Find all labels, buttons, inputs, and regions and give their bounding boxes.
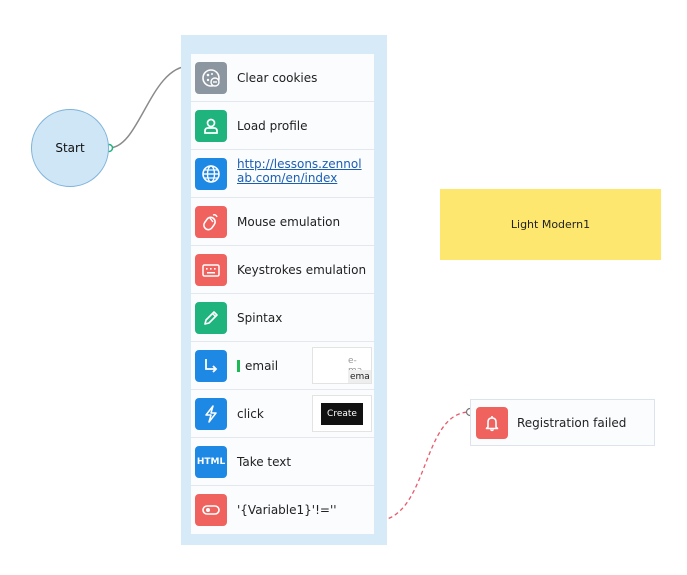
cookie-icon xyxy=(195,62,227,94)
start-to-group-link xyxy=(108,65,191,149)
url-link[interactable]: http://lessons.zennolab.com/en/index xyxy=(237,157,362,185)
action-label: Mouse emulation xyxy=(237,215,341,229)
action-click[interactable]: click Create xyxy=(191,390,374,438)
action-label: click xyxy=(237,407,264,421)
action-mouse-emulation[interactable]: Mouse emulation xyxy=(191,198,374,246)
action-label: Load profile xyxy=(237,119,308,133)
start-node[interactable]: Start xyxy=(31,109,109,187)
action-label: '{Variable1}'!='' xyxy=(237,503,337,517)
action-label: email xyxy=(237,342,278,390)
globe-icon xyxy=(195,158,227,190)
action-label: Spintax xyxy=(237,311,283,325)
start-label: Start xyxy=(55,141,85,155)
email-field-thumbnail: e-ma ema xyxy=(312,347,372,384)
arrow-down-right-icon xyxy=(195,350,227,382)
toggle-icon xyxy=(195,494,227,526)
keyboard-icon xyxy=(195,254,227,286)
action-label: Clear cookies xyxy=(237,71,318,85)
action-spintax[interactable]: Spintax xyxy=(191,294,374,342)
error-link xyxy=(374,411,471,522)
field-marker xyxy=(237,360,240,372)
user-icon xyxy=(195,110,227,142)
action-label: Keystrokes emulation xyxy=(237,263,367,277)
sticky-note[interactable]: Light Modern1 xyxy=(440,189,661,260)
registration-failed-node[interactable]: Registration failed xyxy=(470,399,655,446)
action-keystrokes-emulation[interactable]: Keystrokes emulation xyxy=(191,246,374,294)
note-label: Light Modern1 xyxy=(510,218,591,231)
registration-failed-label: Registration failed xyxy=(517,415,627,430)
action-take-text[interactable]: HTML Take text xyxy=(191,438,374,486)
thumb-create-button: Create xyxy=(321,403,363,425)
html-icon: HTML xyxy=(195,446,227,478)
lightning-icon xyxy=(195,398,227,430)
create-button-thumbnail: Create xyxy=(312,395,372,432)
action-load-profile[interactable]: Load profile xyxy=(191,102,374,150)
mouse-icon xyxy=(195,206,227,238)
email-label: email xyxy=(245,359,279,373)
action-clear-cookies[interactable]: Clear cookies xyxy=(191,54,374,102)
action-label: Take text xyxy=(237,455,292,469)
action-email[interactable]: email e-ma ema xyxy=(191,342,374,390)
pencil-icon xyxy=(195,302,227,334)
bell-icon xyxy=(476,407,508,439)
action-condition[interactable]: '{Variable1}'!='' xyxy=(191,486,374,534)
thumb-value: ema xyxy=(348,370,371,383)
action-navigate-url[interactable]: http://lessons.zennolab.com/en/index xyxy=(191,150,374,198)
